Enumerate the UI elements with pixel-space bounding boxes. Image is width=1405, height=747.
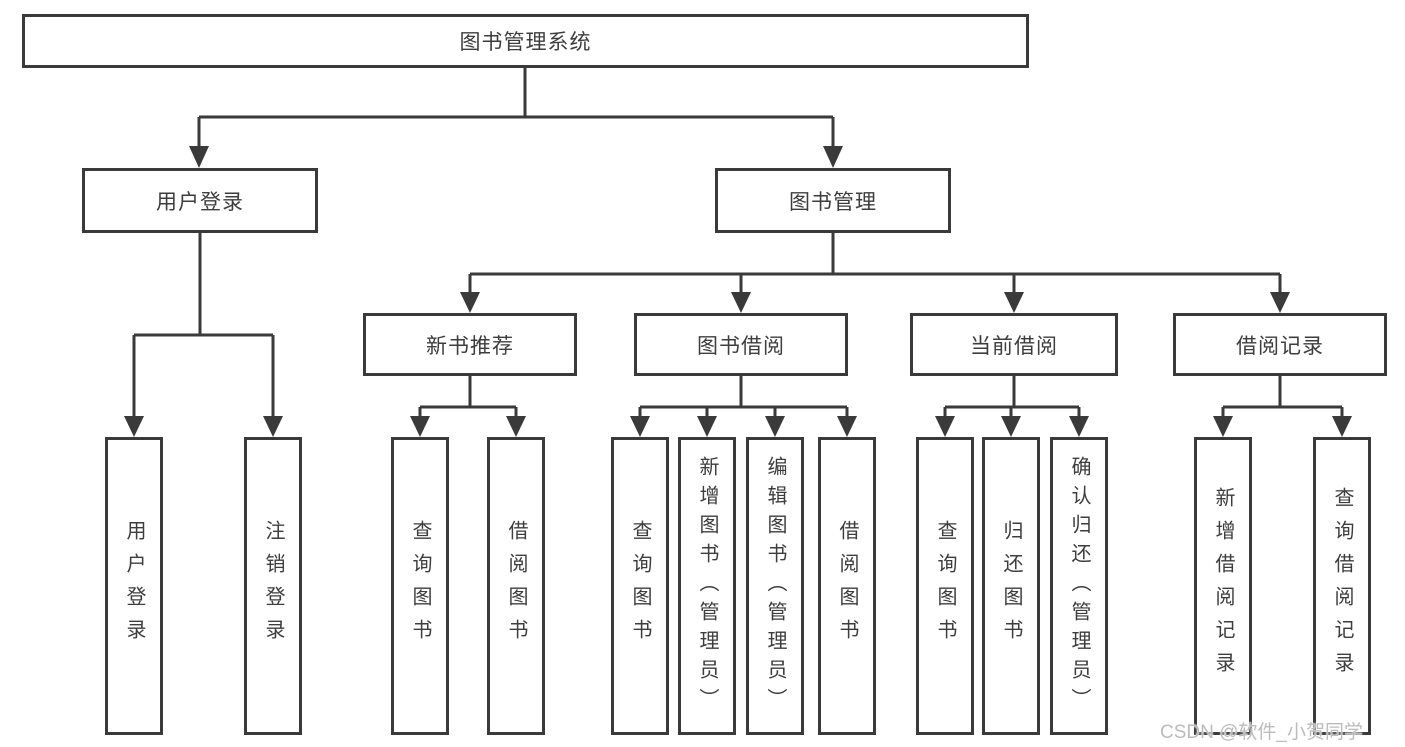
- node-leaf-return-book: 归还图书: [982, 437, 1040, 735]
- node-leaf-user-login-label: 用户登录: [123, 520, 145, 652]
- node-root-label: 图书管理系统: [459, 31, 592, 54]
- node-leaf-borrow-book-under-recommend: 借阅图书: [487, 437, 545, 735]
- node-leaf-borrow-book-under-recommend-label: 借阅图书: [505, 520, 527, 652]
- node-borrow-records: 借阅记录: [1173, 313, 1387, 376]
- node-leaf-query-borrow-record-label: 查询借阅记录: [1331, 487, 1353, 685]
- arrowheads: [124, 146, 1352, 437]
- node-leaf-return-book-label: 归还图书: [1000, 520, 1022, 652]
- node-leaf-edit-book-admin-label: 编辑图书（管理员）: [764, 455, 786, 717]
- node-new-book-recommend: 新书推荐: [363, 313, 577, 376]
- node-leaf-edit-book-admin: 编辑图书（管理员）: [746, 437, 804, 735]
- node-current-borrow-label: 当前借阅: [970, 334, 1058, 358]
- node-leaf-logout-label: 注销登录: [262, 520, 284, 652]
- node-leaf-add-book-admin-label: 新增图书（管理员）: [696, 455, 718, 717]
- node-leaf-query-book-under-recommend: 查询图书: [391, 437, 449, 735]
- node-leaf-query-book-under-recommend-label: 查询图书: [409, 520, 431, 652]
- node-leaf-query-borrow-record: 查询借阅记录: [1313, 437, 1371, 735]
- node-book-management: 图书管理: [715, 168, 951, 233]
- node-current-borrow: 当前借阅: [910, 313, 1118, 376]
- node-leaf-add-borrow-record-label: 新增借阅记录: [1212, 487, 1234, 685]
- node-user-login: 用户登录: [82, 168, 318, 233]
- node-leaf-confirm-return-admin: 确认归还（管理员）: [1050, 437, 1108, 735]
- node-leaf-query-book-under-borrow-label: 查询图书: [629, 520, 651, 652]
- node-leaf-borrow-book-under-borrow: 借阅图书: [818, 437, 876, 735]
- node-root: 图书管理系统: [22, 14, 1029, 68]
- node-leaf-query-book-under-current-label: 查询图书: [934, 520, 956, 652]
- node-book-management-label: 图书管理: [789, 190, 877, 214]
- node-leaf-query-book-under-current: 查询图书: [916, 437, 974, 735]
- node-leaf-confirm-return-admin-label: 确认归还（管理员）: [1068, 455, 1090, 717]
- node-book-borrow: 图书借阅: [634, 313, 848, 376]
- node-leaf-add-book-admin: 新增图书（管理员）: [678, 437, 736, 735]
- node-leaf-user-login: 用户登录: [105, 437, 163, 735]
- node-user-login-label: 用户登录: [156, 190, 244, 214]
- node-new-book-recommend-label: 新书推荐: [426, 334, 514, 358]
- csdn-watermark: CSDN @软件_小贺同学: [1160, 722, 1363, 743]
- node-borrow-records-label: 借阅记录: [1236, 334, 1324, 358]
- node-leaf-query-book-under-borrow: 查询图书: [611, 437, 669, 735]
- node-leaf-logout: 注销登录: [244, 437, 302, 735]
- node-leaf-add-borrow-record: 新增借阅记录: [1194, 437, 1252, 735]
- node-leaf-borrow-book-under-borrow-label: 借阅图书: [836, 520, 858, 652]
- node-book-borrow-label: 图书借阅: [697, 334, 785, 358]
